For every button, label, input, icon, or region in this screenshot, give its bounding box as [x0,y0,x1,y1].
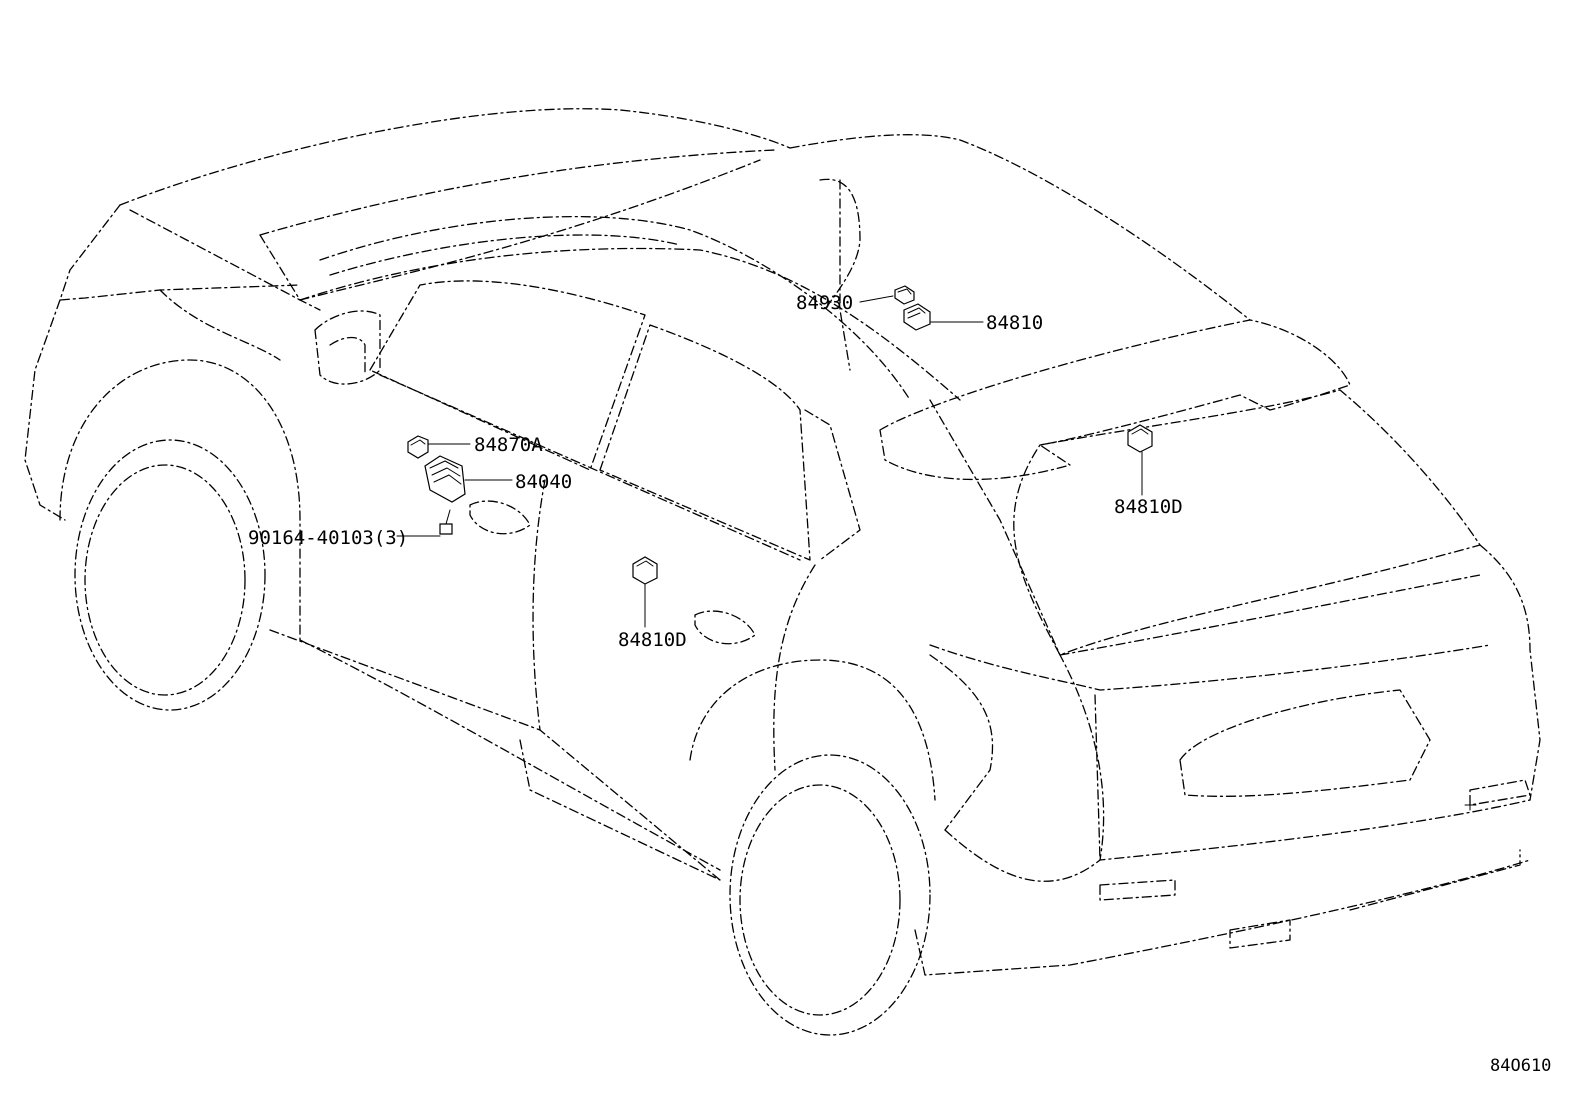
callout-84810: 84810 [986,312,1044,334]
callout-84810D-door: 84810D [618,629,687,651]
leader-lines [396,295,1143,628]
part-84870A-shape [407,435,429,459]
callout-84870A: 84870A [474,434,543,456]
part-84930-shape [894,285,915,305]
part-90164-screw-shape [439,509,453,535]
figure-code: 84O610 [1490,1056,1552,1076]
part-84810-shape [903,303,931,331]
callout-90164-40103: 90164-40103(3) [248,527,409,549]
callout-84040: 84040 [515,471,573,493]
part-84810D-rear-shape [1127,424,1153,453]
callout-84930: 84930 [796,292,854,314]
callout-84810D-rear: 84810D [1114,496,1183,518]
part-84040-shape [424,455,466,503]
part-84810D-door-shape [632,556,658,585]
